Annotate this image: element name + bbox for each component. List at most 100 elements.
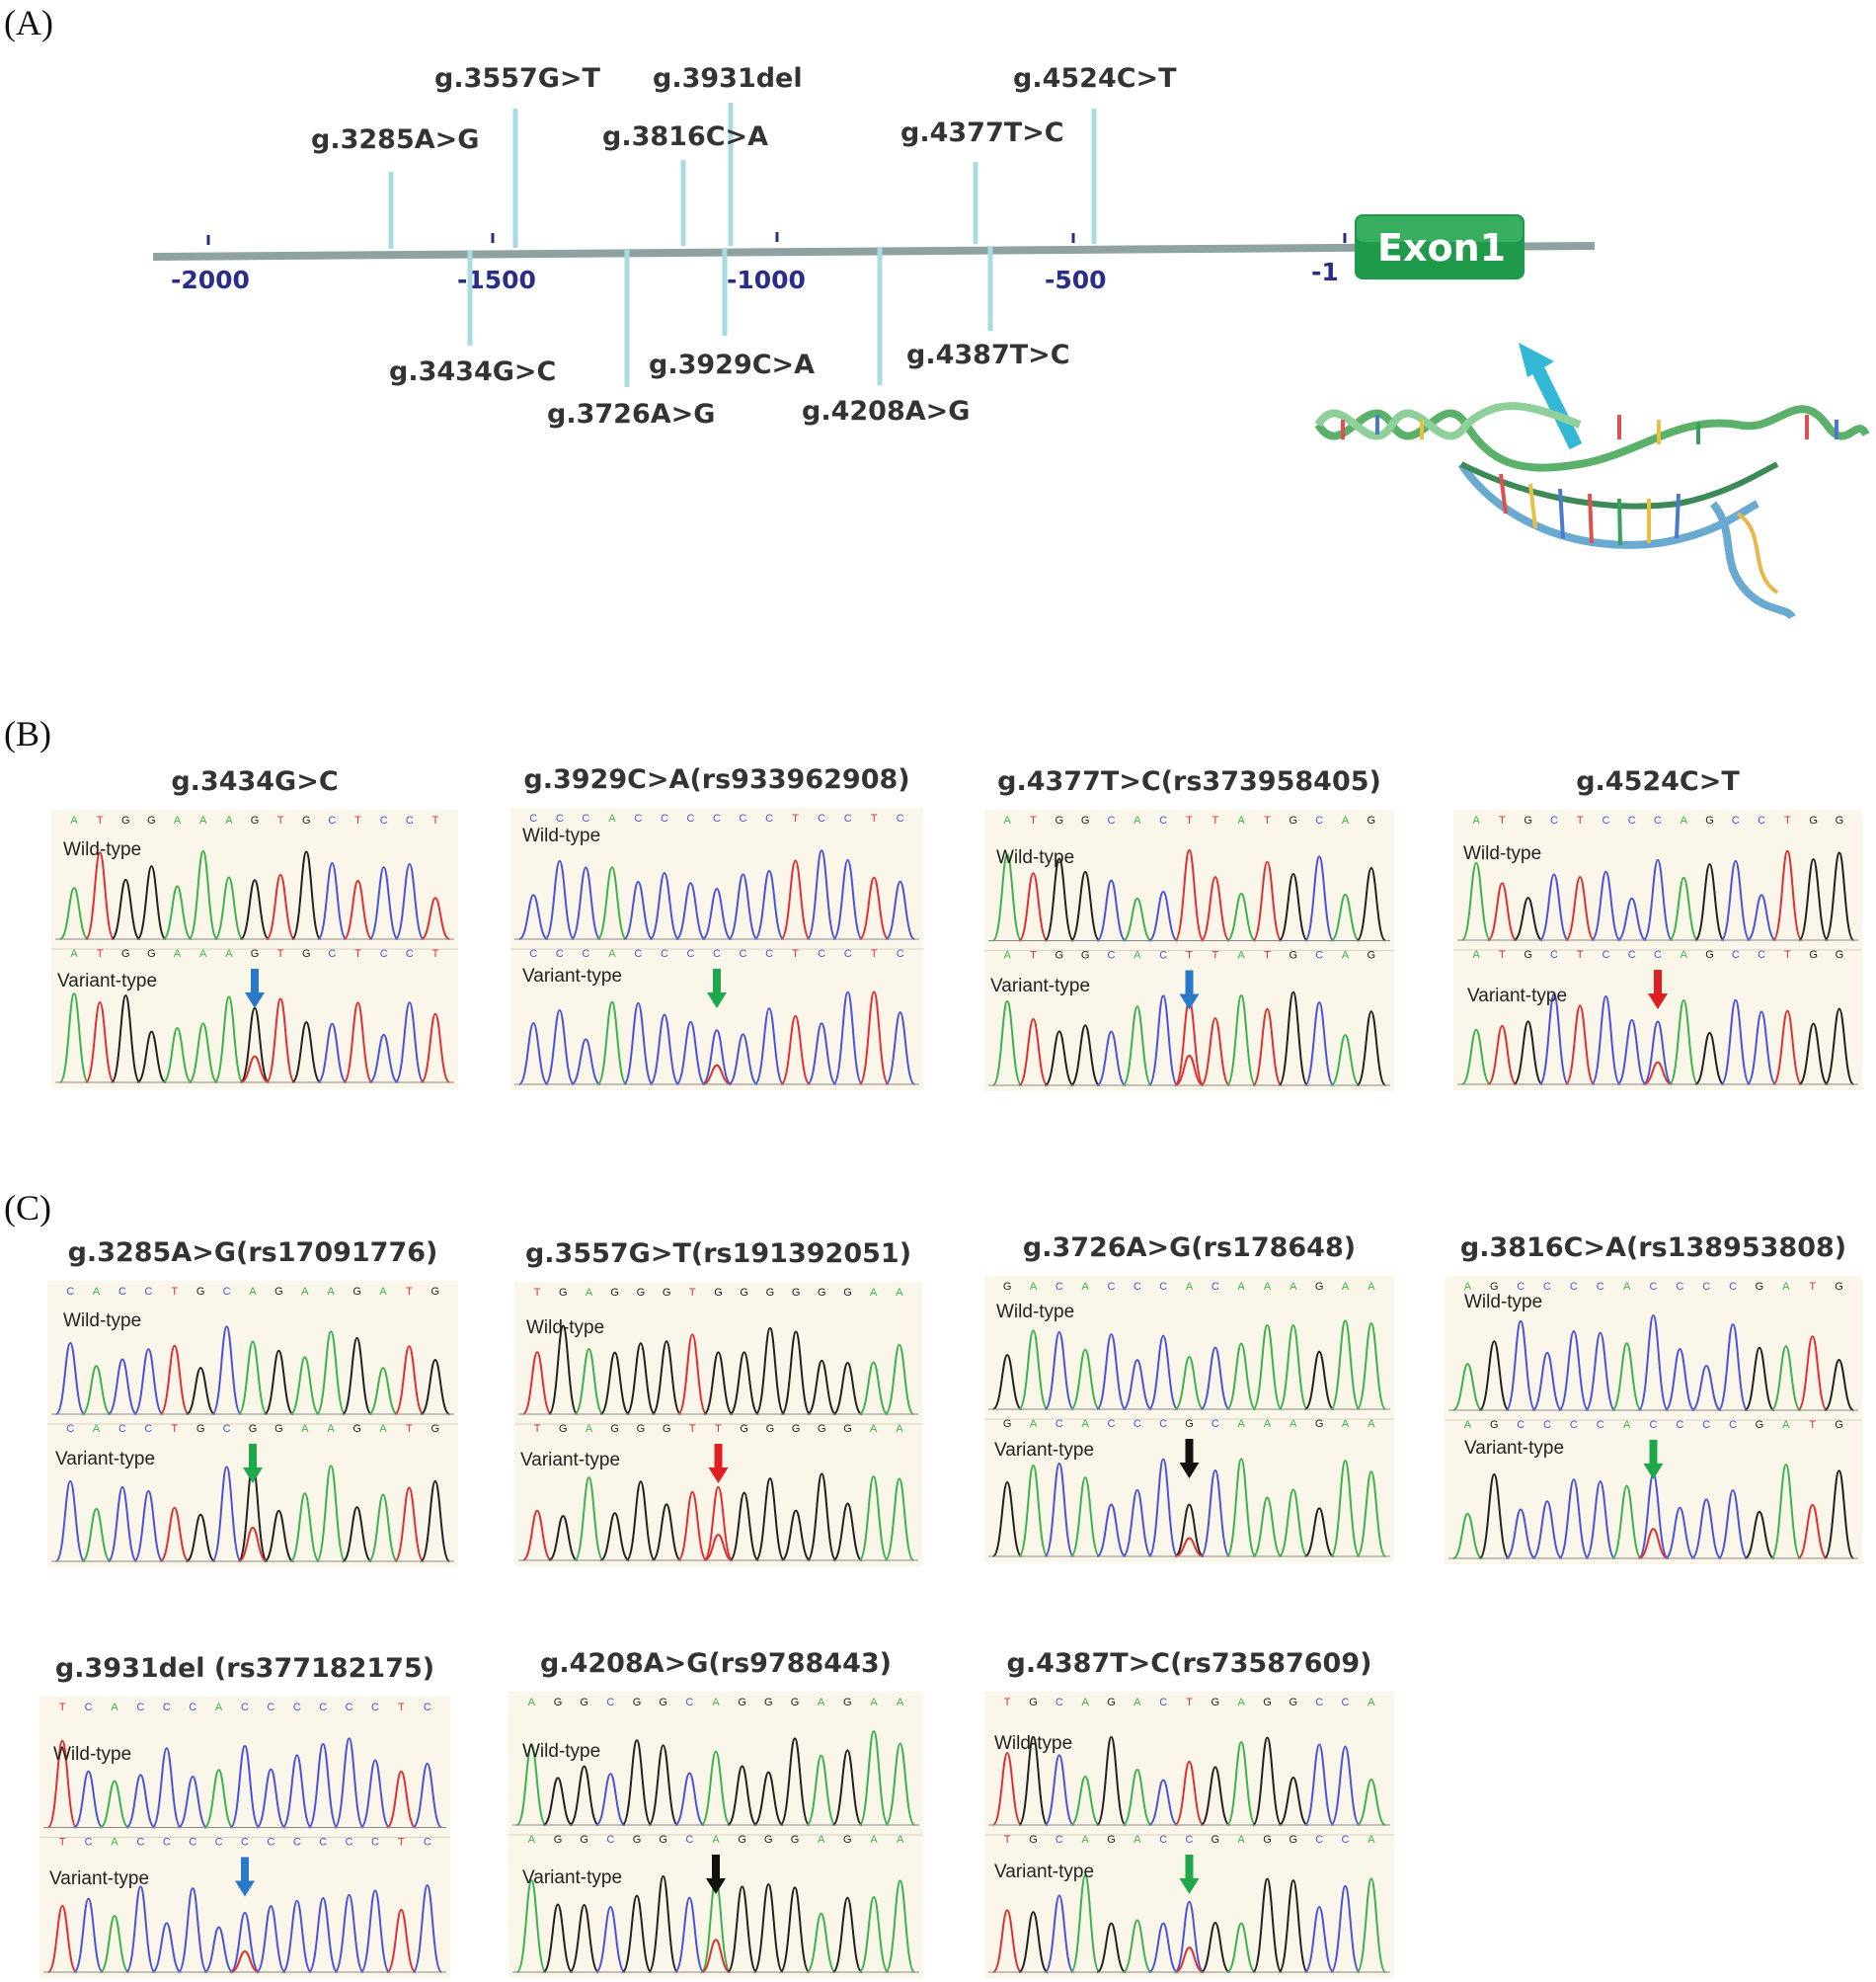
base-call-letter: C [844, 948, 852, 960]
trace-peak [289, 1492, 321, 1562]
base-call-letter: T [689, 1287, 696, 1299]
base-call-letter: C [118, 1423, 126, 1435]
trace-peak [1070, 1775, 1101, 1826]
trace-peak [124, 1885, 156, 1973]
base-call-letter: C [1212, 1281, 1219, 1293]
trace-peak [1252, 1007, 1283, 1086]
trace-peak [884, 1343, 915, 1415]
base-call-letter: A [1342, 950, 1350, 962]
trace-peak [1664, 1347, 1696, 1411]
trace-peak [807, 1359, 837, 1415]
base-call-letter: C [66, 1286, 74, 1298]
base-call-letter: C [1315, 815, 1323, 827]
trace-peak [188, 1022, 219, 1083]
base-call-letter: G [580, 1834, 588, 1846]
trace-peak [1616, 1018, 1648, 1085]
base-call-letter: G [554, 1697, 563, 1708]
trace-peak [1252, 860, 1283, 942]
trace-peak [59, 887, 89, 940]
variant-arrow-icon [712, 1855, 720, 1880]
trace-peak [1122, 1919, 1152, 1973]
trace-peak [265, 997, 296, 1083]
trace-peak [1096, 1735, 1127, 1826]
base-call-letter: A [249, 1286, 257, 1298]
trace-peak [1824, 1007, 1855, 1085]
trace-peak [1069, 1874, 1101, 1973]
secondary-peak [1174, 1054, 1205, 1086]
trace-peak [1798, 858, 1830, 941]
trace-peak [342, 1506, 372, 1562]
trace-peak [203, 1926, 234, 1973]
trace-peak [1452, 1512, 1483, 1559]
trace-peak [107, 1485, 138, 1562]
trace-peak [1148, 891, 1179, 942]
trace-peak [1585, 1331, 1616, 1411]
trace-peak [1770, 1345, 1802, 1411]
base-call-letter: C [346, 1702, 353, 1713]
chromatogram-title: g.3557G>T(rs191392051) [524, 1238, 912, 1269]
trace-peak [1200, 1468, 1231, 1557]
base-call-letter: G [1029, 1834, 1038, 1846]
base-call-letter: G [1836, 815, 1844, 827]
base-call-letter: C [1159, 1281, 1167, 1293]
base-call-letter: G [766, 1287, 775, 1299]
trace-peak [1330, 1745, 1361, 1826]
base-call-letter: A [1081, 1281, 1089, 1293]
base-call-letter: C [634, 813, 642, 825]
base-call-letter: A [301, 1423, 309, 1435]
base-call-letter: G [1490, 1281, 1499, 1293]
trace-peak [1200, 1766, 1231, 1826]
base-call-letter: G [714, 1287, 723, 1299]
base-call-letter: C [371, 1837, 379, 1849]
wild-type-label: Wild-type [996, 847, 1075, 868]
wild-type-label: Wild-type [63, 839, 142, 860]
trace-peak [806, 1472, 837, 1561]
trace-peak [544, 859, 576, 940]
base-call-letter: A [199, 815, 207, 827]
trace-peak [368, 866, 400, 940]
trace-peak [1122, 1769, 1152, 1826]
base-call-letter: A [1237, 1834, 1245, 1846]
base-call-letter: T [406, 1423, 413, 1435]
trace-peak [159, 1506, 190, 1562]
trace-peak [1461, 1028, 1492, 1085]
variant-arrow-icon [706, 1878, 726, 1894]
base-call-letter: G [1003, 1281, 1012, 1293]
trace-peak [1824, 1358, 1854, 1411]
base-call-letter: G [1315, 1418, 1324, 1430]
base-call-letter: C [1543, 1281, 1551, 1293]
trace-peak [1044, 1030, 1074, 1086]
base-call-letter: C [1315, 1697, 1323, 1708]
base-call-letter: T [1030, 950, 1037, 962]
base-call-letter: G [1809, 815, 1818, 827]
trace-peak [1278, 991, 1309, 1086]
trace-peak [1069, 1024, 1101, 1086]
trace-peak [359, 1889, 391, 1973]
trace-peak [1558, 1330, 1590, 1411]
base-call-letter: G [1081, 815, 1090, 827]
trace-peak [1513, 897, 1543, 941]
base-call-letter: G [792, 1423, 801, 1435]
trace-peak [992, 1354, 1023, 1410]
base-call-letter: G [554, 1834, 563, 1846]
trace-peak [1303, 1350, 1335, 1410]
trace-peak [1303, 1001, 1335, 1086]
base-call-letter: C [319, 1837, 327, 1849]
trace-peak [188, 849, 219, 940]
base-call-letter: A [225, 948, 233, 960]
trace-peak [701, 1029, 733, 1085]
base-call-letter: A [93, 1423, 101, 1435]
base-call-letter: A [1237, 950, 1245, 962]
variant-arrow-icon [1179, 1463, 1200, 1478]
base-call-letter: T [1004, 1834, 1011, 1846]
trace-peak [727, 873, 759, 940]
base-call-letter: T [1499, 949, 1506, 961]
trace-peak [394, 1001, 426, 1083]
trace-peak [84, 1001, 116, 1083]
base-call-letter: G [1185, 1418, 1194, 1430]
base-call-letter: G [1705, 949, 1714, 961]
base-call-letter: C [85, 1837, 93, 1849]
chromatogram-title: g.3726A>G(rs178648) [1022, 1232, 1357, 1263]
